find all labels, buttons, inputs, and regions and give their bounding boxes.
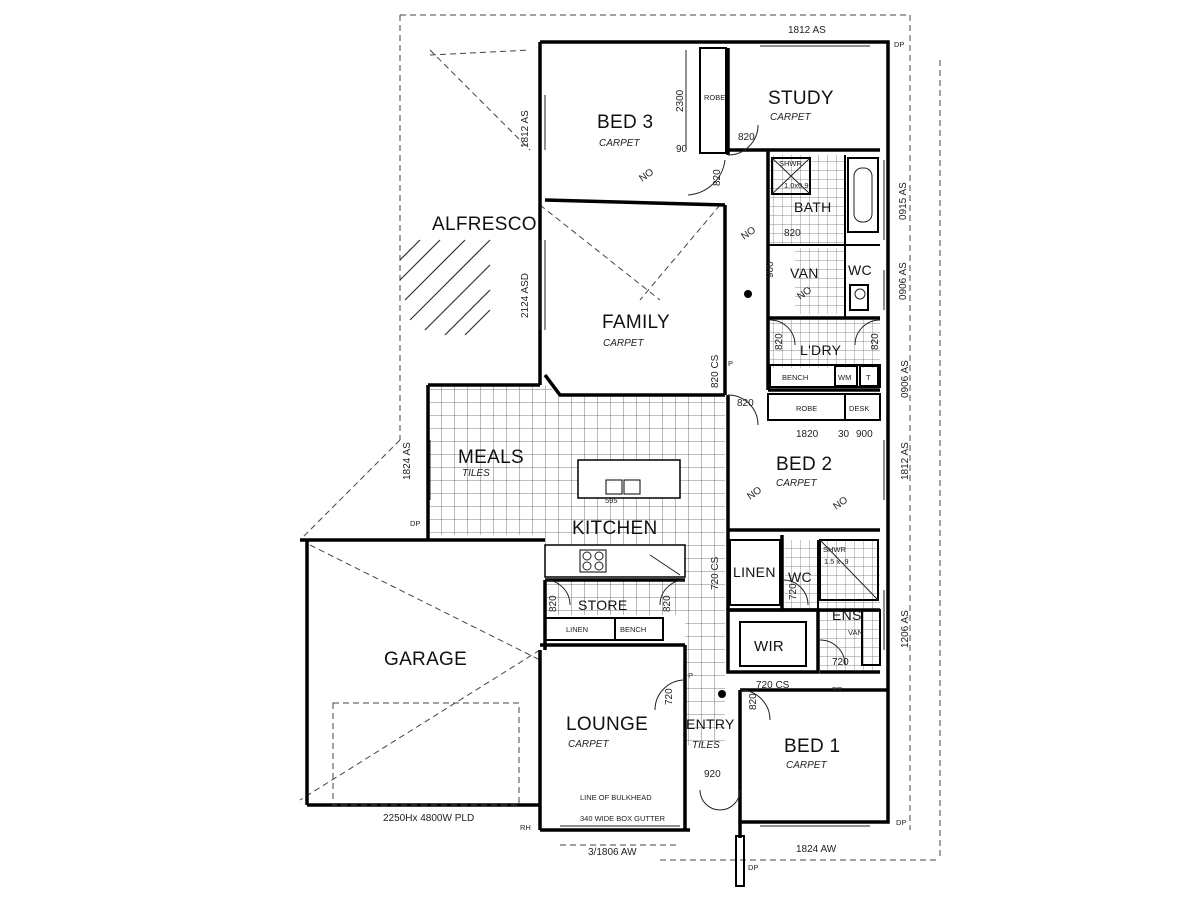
label-shwr-ens-size: 1.5 x .9: [824, 557, 849, 566]
finish-bed1: CARPET: [786, 760, 827, 771]
dim-ldry-window: 0906 AS: [900, 360, 911, 398]
dim-family-window: 2124 ASD: [520, 273, 531, 318]
room-meals: MEALS: [458, 447, 524, 468]
dim-meals-window: 1824 AS: [402, 442, 413, 480]
room-entry: ENTRY: [686, 716, 735, 732]
finish-family: CARPET: [603, 338, 644, 349]
finish-entry: TILES: [692, 740, 720, 751]
note-no-1: NO: [637, 167, 656, 185]
dim-bath-door: 820: [784, 228, 801, 239]
note-p-2: P: [688, 671, 693, 680]
dim-bed2-door: 820: [737, 398, 754, 409]
kitchen-island: [577, 459, 681, 499]
label-bench-ldry: BENCH: [782, 373, 808, 382]
dim-desk-gap: 30: [838, 429, 850, 440]
dim-island: 595: [605, 496, 618, 505]
rh-label: RH: [520, 823, 531, 832]
label-gutter: 340 WIDE BOX GUTTER: [580, 814, 666, 823]
finish-meals: TILES: [462, 468, 490, 479]
label-shwr-bath-size: 1.0x0.9: [784, 181, 809, 190]
room-bed3: BED 3: [597, 112, 653, 133]
room-lounge: LOUNGE: [566, 714, 648, 735]
dim-front-door: 920: [704, 769, 721, 780]
dp-2: DP: [410, 519, 420, 528]
dim-wir-cs: 720 CS: [756, 680, 790, 691]
dim-lounge-door: 720: [664, 688, 675, 705]
room-linen: LINEN: [733, 564, 776, 580]
dim-wc-window: 0906 AS: [898, 262, 909, 300]
room-bed1: BED 1: [784, 736, 840, 757]
label-bulkhead: LINE OF BULKHEAD: [580, 793, 652, 802]
dim-ens-window: 1206 AS: [900, 610, 911, 648]
room-garage: GARAGE: [384, 649, 467, 670]
room-bed2: BED 2: [776, 454, 832, 475]
dim-kitchen-cs: 720 CS: [710, 556, 721, 590]
dim-store-door-l: 820: [548, 595, 559, 612]
note-no-4: NO: [831, 495, 850, 513]
dim-study-bath-window: 0915 AS: [898, 182, 909, 220]
dim-desk-len: 900: [856, 429, 873, 440]
label-t: T: [866, 373, 871, 382]
kitchen-bench: [544, 544, 686, 578]
finish-study: CARPET: [770, 112, 811, 123]
note-pr: PR: [832, 685, 843, 694]
windows: [429, 45, 885, 827]
label-shwr-ens: SHWR: [823, 545, 846, 554]
door-swings: [544, 124, 881, 811]
dim-van-door: 900: [765, 261, 776, 278]
room-ens: ENS: [832, 607, 862, 623]
room-bath: BATH: [794, 199, 832, 215]
label-bench-store: BENCH: [620, 625, 646, 634]
dim-bed2-window: 1812 AS: [900, 442, 911, 480]
dim-door-bed3-b: 820: [712, 169, 723, 186]
finish-bed3: CARPET: [599, 138, 640, 149]
label-linen-store: LINEN: [566, 625, 588, 634]
room-alfresco: ALFRESCO: [432, 214, 537, 235]
roof-lines: [299, 49, 721, 801]
dim-ens-door: 720: [832, 657, 849, 668]
label-van-ens: VAN: [848, 628, 863, 637]
room-wc-1: WC: [848, 262, 872, 278]
label-shwr-bath: SHWR: [779, 159, 802, 168]
room-kitchen: KITCHEN: [572, 518, 658, 539]
label-desk: DESK: [849, 404, 869, 413]
dim-wc2-door: 720: [788, 583, 799, 600]
room-wir: WIR: [754, 638, 784, 655]
finish-bed2: CARPET: [776, 478, 817, 489]
room-ldry: L'DRY: [800, 342, 842, 358]
dim-bed3-window: 1812 AS: [520, 110, 531, 148]
label-garage-door: 2250Hx 4800W PLD: [383, 813, 474, 824]
dim-bed1-window: 1824 AW: [796, 844, 837, 855]
note-p-1: P: [728, 359, 733, 368]
label-wm: WM: [838, 373, 851, 382]
downpipe: [735, 835, 745, 887]
room-store: STORE: [578, 597, 627, 613]
dp-3: DP: [896, 818, 906, 827]
room-study: STUDY: [768, 88, 834, 109]
room-family: FAMILY: [602, 312, 670, 333]
dim-robe-len2: 1820: [796, 429, 819, 440]
room-wc-2: WC: [788, 569, 812, 585]
dp-1: DP: [894, 40, 904, 49]
alfresco-hatch: [399, 239, 491, 336]
dim-ldry-door-l: 820: [774, 333, 785, 350]
finish-lounge: CARPET: [568, 739, 609, 750]
room-van: VAN: [790, 265, 819, 281]
note-no-3: NO: [745, 485, 764, 503]
dim-door-bed3-a: 820: [738, 132, 755, 143]
dim-robe-len: 2300: [675, 89, 686, 112]
dim-bed1-door: 820: [748, 693, 759, 710]
dim-store-door-r: 820: [662, 595, 673, 612]
note-no-2: NO: [739, 225, 758, 243]
dim-lounge-window: 3/1806 AW: [588, 847, 637, 858]
dim-robe-depth: 90: [676, 144, 688, 155]
label-robe-bed2: ROBE: [796, 404, 817, 413]
label-robe-bed3: ROBE: [704, 93, 725, 102]
dim-ldry-door-r: 820: [870, 333, 881, 350]
dim-top: 1812 AS: [788, 25, 826, 36]
dp-4: DP: [748, 863, 758, 872]
dim-family-cs: 820 CS: [710, 354, 721, 388]
boundary-lines: [299, 14, 941, 861]
